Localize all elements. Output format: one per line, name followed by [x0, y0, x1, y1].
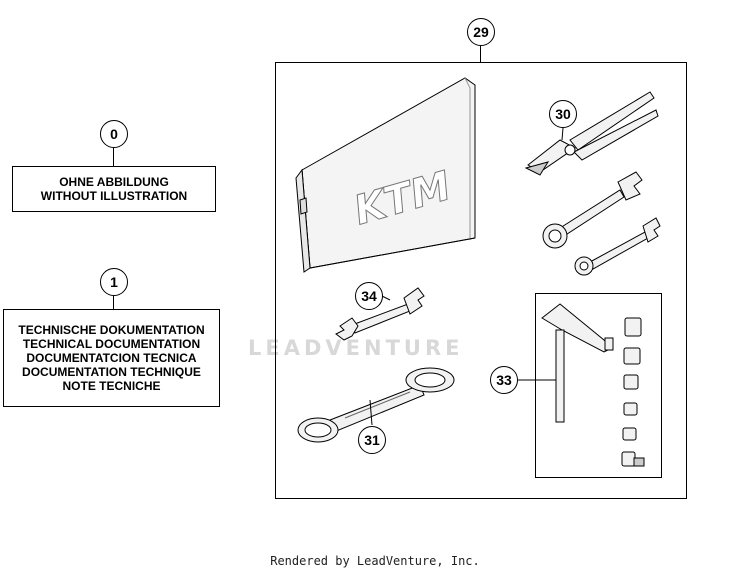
footer-credit: Rendered by LeadVenture, Inc. — [270, 554, 480, 568]
label-no-illustration-line2: WITHOUT ILLUSTRATION — [40, 189, 188, 203]
label-doc-line3: DOCUMENTATCION TECNICA — [26, 351, 197, 365]
open-end-wrench — [335, 287, 425, 341]
toolkit-frame — [275, 62, 687, 499]
t-handle-and-sockets — [541, 303, 645, 467]
socket-set-frame — [535, 293, 662, 478]
label-documentation: TECHNISCHE DOKUMENTATION TECHNICAL DOCUM… — [3, 309, 220, 407]
callout-33: 33 — [490, 366, 518, 394]
tool-pouch — [295, 77, 476, 273]
combination-wrench-large — [542, 171, 643, 249]
label-doc-line2: TECHNICAL DOCUMENTATION — [22, 337, 201, 351]
label-doc-line4: DOCUMENTATION TECHNIQUE — [22, 365, 201, 379]
combination-wrench-small — [574, 217, 661, 276]
callout-34: 34 — [355, 282, 383, 310]
label-no-illustration-line1: OHNE ABBILDUNG — [59, 175, 169, 189]
leader-29 — [480, 46, 481, 62]
leader-0 — [113, 148, 114, 166]
callout-0: 0 — [100, 120, 128, 148]
label-doc-line1: TECHNISCHE DOKUMENTATION — [18, 323, 205, 337]
pliers — [524, 91, 659, 176]
label-doc-line5: NOTE TECNICHE — [62, 379, 161, 393]
callout-31: 31 — [358, 426, 386, 454]
callout-29: 29 — [467, 18, 495, 46]
callout-1: 1 — [100, 268, 128, 296]
leader-1 — [113, 296, 114, 309]
label-no-illustration: OHNE ABBILDUNG WITHOUT ILLUSTRATION — [12, 166, 216, 212]
watermark: LEADVENTURE — [248, 336, 464, 360]
callout-30: 30 — [549, 100, 577, 128]
ring-spanner — [297, 367, 455, 443]
